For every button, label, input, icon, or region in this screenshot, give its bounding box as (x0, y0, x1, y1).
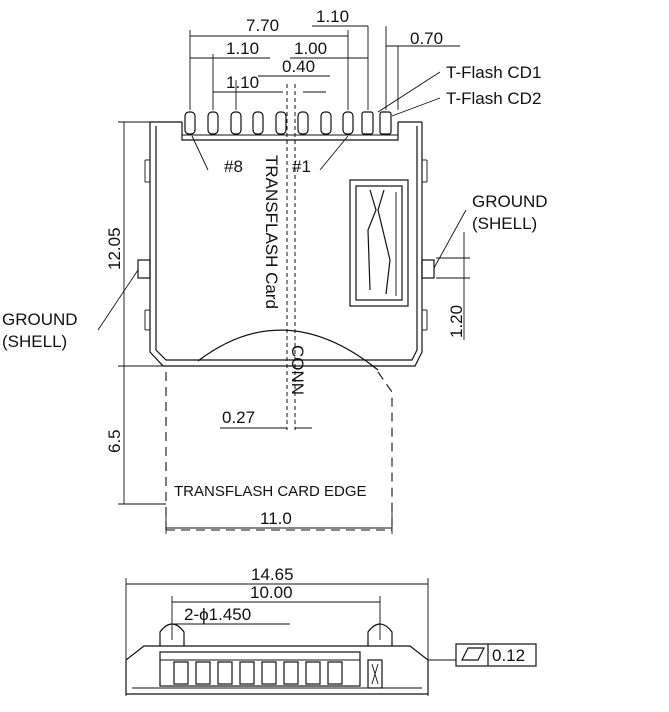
dim-10-00: 10.00 (171, 583, 381, 640)
dim-1-10-right: 1.10 (312, 7, 387, 110)
dim-0-27: 0.27 (220, 408, 312, 429)
dim-7-70-text: 7.70 (246, 16, 279, 35)
flatness-icon (461, 647, 485, 661)
dim-10-00-text: 10.00 (250, 583, 293, 602)
label-transflash-card: TRANSFLASH Card (262, 155, 281, 309)
pin-8 (184, 111, 196, 135)
flatness-value-text: 0.12 (492, 646, 525, 665)
cd-pin-1 (361, 111, 374, 135)
pin-2 (320, 111, 332, 135)
label-ground-left: GROUND (SHELL) (2, 269, 139, 351)
label-conn: CONN (288, 345, 307, 395)
svg-text:GROUND: GROUND (472, 192, 548, 211)
dim-0-27-text: 0.27 (222, 408, 255, 427)
dim-7-70: 7.70 (189, 16, 349, 110)
dim-0-70: 0.70 (386, 29, 460, 110)
dim-1-20-text: 1.20 (447, 305, 466, 338)
dim-1-10-left: 1.10 (190, 39, 270, 110)
cd-pin-2 (379, 111, 392, 135)
pin-7 (207, 111, 219, 135)
dim-0-40: 0.40 (258, 57, 330, 77)
svg-text:#1: #1 (292, 157, 311, 176)
flatness-tolerance-box: 0.12 (428, 643, 537, 667)
dim-12-05-text: 12.05 (105, 227, 124, 270)
label-pin-1: #1 (292, 135, 349, 176)
dim-hole-spec-text: 2-ϕ1.450 (184, 605, 251, 624)
dim-0-40-text: 0.40 (282, 57, 315, 76)
center-lines (286, 84, 296, 430)
shell-outline (137, 121, 435, 367)
pin-1 (342, 111, 354, 135)
dim-1-10-pitch-text: 1.10 (226, 73, 259, 92)
dim-11-0: 11.0 (165, 508, 393, 534)
front-view-body (125, 623, 429, 695)
pin-6 (230, 111, 242, 135)
dim-12-05: 12.05 (105, 121, 166, 367)
svg-text:GROUND: GROUND (2, 310, 78, 329)
dim-1-00-text: 1.00 (294, 39, 327, 58)
dim-14-65-text: 14.65 (251, 565, 294, 584)
dim-6-5: 6.5 (105, 366, 166, 505)
dim-0-70-text: 0.70 (410, 29, 443, 48)
dim-1-10-left-text: 1.10 (226, 39, 259, 58)
contact-pins (184, 111, 392, 135)
pin-4 (275, 111, 287, 135)
pin-5 (252, 111, 264, 135)
dim-1-20: 1.20 (436, 232, 470, 340)
label-ground-right: GROUND (SHELL) (433, 192, 548, 269)
label-pin-8: #8 (191, 135, 243, 176)
dim-11-0-text: 11.0 (260, 509, 292, 528)
dim-1-10-right-text: 1.10 (316, 7, 349, 26)
dim-hole-spec: 2-ϕ1.450 (172, 605, 290, 625)
dim-6-5-text: 6.5 (105, 429, 124, 453)
svg-text:#8: #8 (224, 157, 243, 176)
dim-1-00: 1.00 (290, 39, 368, 59)
svg-text:(SHELL): (SHELL) (2, 332, 67, 351)
svg-text:(SHELL): (SHELL) (472, 214, 537, 233)
svg-text:T-Flash CD1: T-Flash CD1 (446, 63, 541, 82)
label-card-edge: TRANSFLASH CARD EDGE (174, 483, 367, 500)
svg-text:T-Flash CD2: T-Flash CD2 (446, 89, 541, 108)
label-tflash-cd2: T-Flash CD2 (391, 89, 541, 117)
pin-3 (297, 111, 309, 135)
card-detect-switch (349, 179, 409, 307)
dim-1-10-pitch: 1.10 (213, 73, 326, 110)
label-tflash-cd1: T-Flash CD1 (377, 63, 541, 113)
